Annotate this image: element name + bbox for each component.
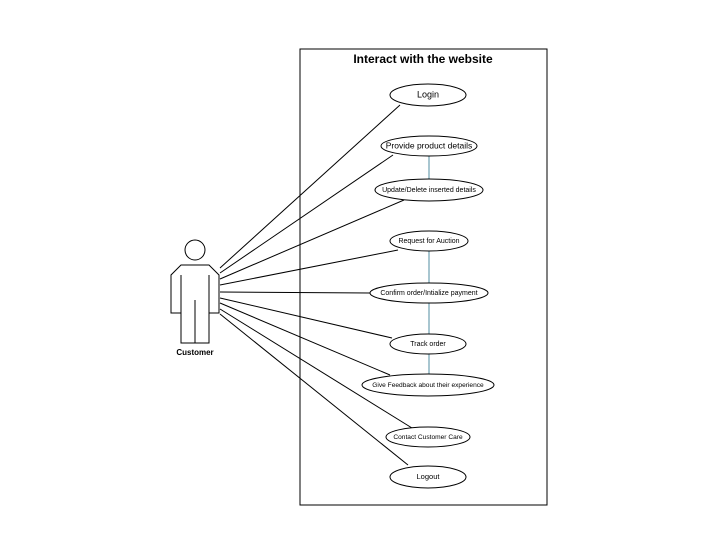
- use-case-label: Give Feedback about their experience: [372, 382, 484, 389]
- association-contact-customer-care: [219, 308, 413, 429]
- association-give-feedback: [219, 302, 391, 376]
- association-logout: [219, 313, 409, 466]
- use-case-update-delete-details: Update/Delete inserted details: [374, 178, 484, 202]
- association-update-delete-details: [219, 199, 405, 280]
- use-case-confirm-order: Confirm order/Intialize payment: [369, 282, 489, 304]
- use-case-label: Request for Auction: [398, 238, 459, 245]
- use-case-logout: Logout: [389, 465, 467, 489]
- use-case-contact-customer-care: Contact Customer Care: [385, 426, 471, 448]
- system-boundary: [299, 48, 548, 506]
- use-case-label: Update/Delete inserted details: [382, 187, 476, 194]
- actor-head: [184, 239, 206, 261]
- use-case-label: Confirm order/Intialize payment: [380, 290, 477, 297]
- use-case-label: Logout: [417, 472, 441, 481]
- use-case-request-auction: Request for Auction: [389, 230, 469, 252]
- use-case-give-feedback: Give Feedback about their experience: [361, 373, 495, 397]
- association-lines: [219, 104, 413, 466]
- association-request-auction: [219, 249, 399, 286]
- use-case-label: Track order: [410, 341, 446, 348]
- actor-customer: [170, 239, 220, 344]
- use-case-label: Contact Customer Care: [393, 434, 463, 441]
- use-case-label: Provide product details: [386, 140, 472, 150]
- actor-name: Customer: [176, 348, 213, 357]
- association-login: [219, 104, 401, 269]
- use-case-track-order: Track order: [389, 333, 467, 355]
- use-case-label: Login: [417, 89, 439, 99]
- association-track-order: [219, 297, 393, 339]
- association-provide-product-details: [219, 154, 394, 274]
- system-title: Interact with the website: [353, 52, 493, 66]
- use-case-login: Login: [389, 83, 467, 107]
- association-confirm-order: [219, 291, 371, 294]
- use-case-provide-product-details: Provide product details: [380, 135, 478, 157]
